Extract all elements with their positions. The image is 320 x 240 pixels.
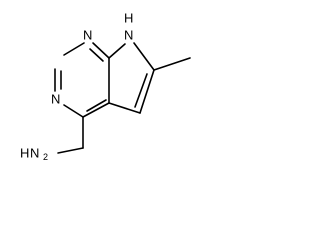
bond-methyl	[153, 57, 191, 71]
bond-c6-c5	[139, 69, 155, 114]
chemical-structure-diagram: N N N H N H 2	[20, 10, 191, 162]
bond-c7a-n1-inner	[89, 48, 104, 62]
bond-c4-c4a	[82, 102, 110, 118]
amine-n-label: N	[30, 145, 39, 160]
bond-n7-c6	[133, 42, 155, 71]
atom-n7-label: N	[124, 27, 133, 42]
bond-c5-c4a	[108, 102, 141, 114]
atom-n1-label: N	[83, 27, 92, 42]
bond-c6-c5-inner	[134, 73, 148, 108]
bond-c7a-n7	[108, 43, 126, 59]
bond-c4-c4a-inner	[86, 99, 107, 112]
amine-h-label: H	[20, 145, 29, 160]
bond-c7a-n1	[92, 42, 110, 59]
atom-h7-label: H	[124, 10, 133, 25]
bond-ch2-nh2	[57, 147, 84, 154]
atom-n3-label: N	[51, 91, 60, 106]
bond-n1-c2	[63, 42, 85, 56]
bond-n3-c4	[63, 104, 84, 118]
amine-subscript: 2	[43, 152, 48, 162]
